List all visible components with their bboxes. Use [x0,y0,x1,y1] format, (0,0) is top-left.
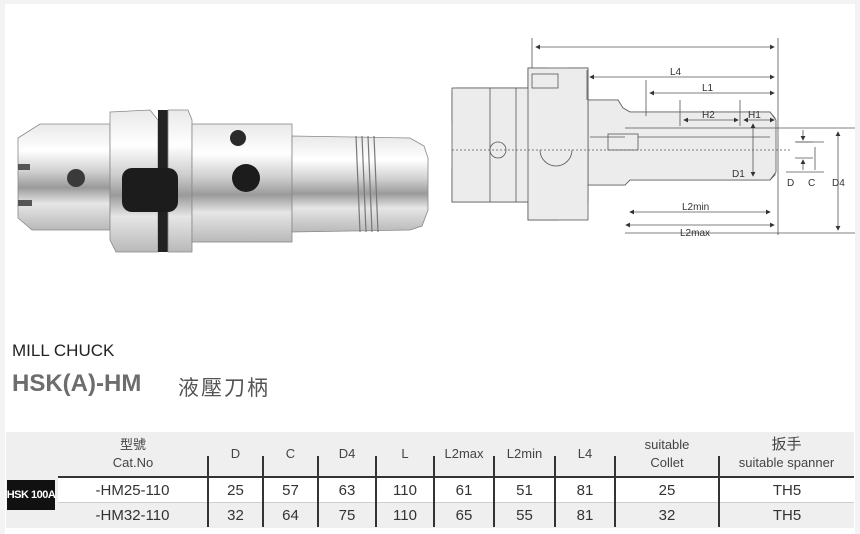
dim-label-d1: D1 [732,169,745,180]
cell-d: 25 [207,476,263,503]
dim-label-l4: L4 [670,67,682,78]
header-d4: D4 [317,432,376,477]
header-l2max: L2max [433,432,494,477]
header-d: D [207,432,263,477]
cell-l2max: 65 [433,502,494,527]
dim-label-d4: D4 [832,178,845,189]
dim-label-h2: H2 [702,110,715,121]
header-l4: L4 [554,432,615,477]
product-photo [17,109,429,253]
cell-l: 110 [375,476,434,503]
cell-d: 32 [207,502,263,527]
cell-l4: 81 [554,502,615,527]
product-model-cn: 液壓刀柄 [178,377,270,400]
dim-label-l2max: L2max [680,228,710,239]
header-l: L [375,432,434,477]
product-model: HSK(A)-HM [12,370,142,397]
cell-d4: 75 [317,502,376,527]
cell-l: 110 [375,502,434,527]
cell-c: 57 [262,476,318,503]
cell-l4: 81 [554,476,615,503]
cell-spanner: TH5 [718,502,854,527]
dim-label-d: D [787,178,794,189]
cell-collet: 32 [614,502,719,527]
dim-label-h1: H1 [748,110,761,121]
dim-label-l2min: L2min [682,202,709,213]
header-l2min: L2min [493,432,555,477]
cell-spanner: TH5 [718,476,854,503]
cell-l2max: 61 [433,476,494,503]
cell-l2min: 51 [493,476,555,503]
series-column: HSK 100A [6,432,56,528]
cell-cat-no: -HM25-110 [58,476,208,503]
cell-cat-no: -HM32-110 [58,502,208,527]
table-row: -HM25-110 25 57 63 110 61 51 81 25 TH5 [58,476,854,503]
cell-c: 64 [262,502,318,527]
dim-label-l1: L1 [702,83,714,94]
dim-label-c: C [808,178,815,189]
cell-d4: 63 [317,476,376,503]
cell-collet: 25 [614,476,719,503]
header-c: C [262,432,318,477]
cell-l2min: 55 [493,502,555,527]
series-badge: HSK 100A [7,480,56,510]
technical-drawing: L4 L1 H2 H1 D1 D C D4 L2min L2max [451,38,855,239]
product-category: MILL CHUCK [12,341,115,360]
table-row: -HM32-110 32 64 75 110 65 55 81 32 TH5 [58,502,854,527]
